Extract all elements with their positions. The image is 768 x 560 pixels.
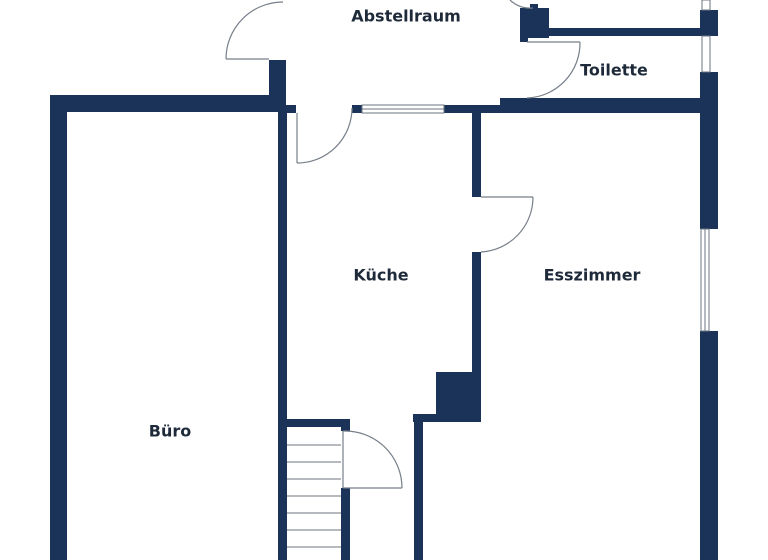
doors <box>225 0 581 489</box>
room-label-esszimmer: Esszimmer <box>543 265 641 285</box>
room-label-kueche: Küche <box>353 265 409 285</box>
windows <box>361 0 711 332</box>
staircase <box>287 444 341 548</box>
room-label-toilette: Toilette <box>580 60 648 80</box>
walls <box>50 4 718 560</box>
window-toilette <box>701 35 711 73</box>
window-top-right <box>701 0 711 11</box>
room-label-abstellraum: Abstellraum <box>351 6 461 26</box>
room-label-buero: Büro <box>148 421 192 441</box>
